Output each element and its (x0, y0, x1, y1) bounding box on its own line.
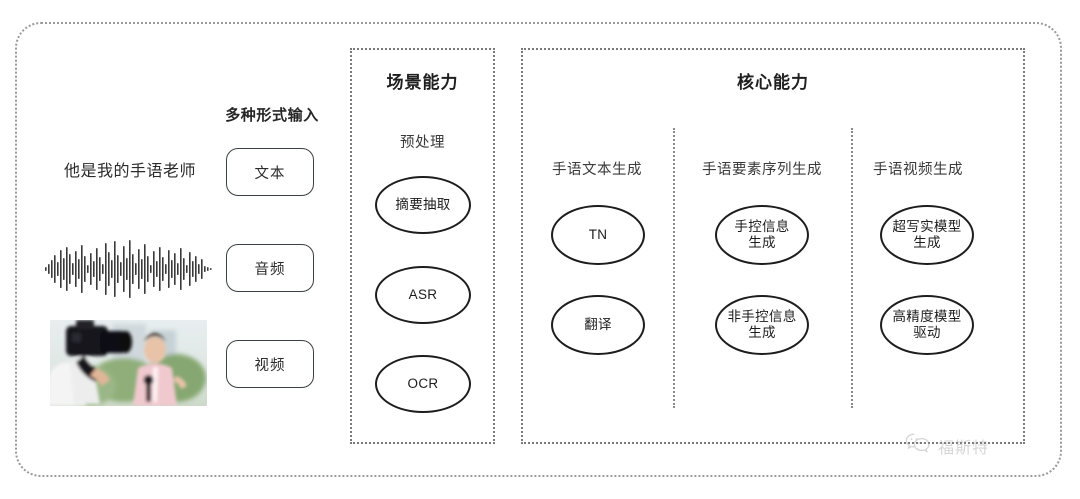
scene-node-ocr[interactable]: OCR (375, 355, 471, 413)
sample-text-input: 他是我的手语老师 (63, 163, 196, 180)
core-node-translation[interactable]: 翻译 (551, 295, 645, 355)
core-node-manual-info[interactable]: 手控信息 生成 (715, 205, 809, 265)
core-node-hyperrealistic-model[interactable]: 超写实模型 生成 (880, 205, 974, 265)
core-capability-panel (521, 48, 1025, 444)
core-node-nonmanual-info[interactable]: 非手控信息 生成 (715, 295, 809, 355)
scene-node-summary[interactable]: 摘要抽取 (375, 176, 471, 234)
core-column-label-video-generation: 手语视频生成 (873, 162, 963, 178)
scene-panel-title: 场景能力 (386, 73, 459, 92)
audio-waveform-icon (45, 238, 215, 300)
core-node-highprecision-model[interactable]: 高精度模型 驱动 (880, 295, 974, 355)
scene-capability-panel (350, 48, 495, 444)
scene-group-label: 预处理 (400, 135, 445, 151)
core-node-tn[interactable]: TN (551, 205, 645, 265)
wechat-icon (905, 432, 931, 459)
watermark-text: 福斯特 (938, 439, 990, 457)
core-column-divider-1 (673, 128, 675, 408)
modality-chip-text[interactable]: 文本 (226, 148, 314, 196)
scene-node-asr[interactable]: ASR (375, 266, 471, 324)
core-column-divider-2 (851, 128, 853, 408)
modality-chip-audio[interactable]: 音频 (226, 244, 314, 292)
watermark: 福斯特 (905, 432, 989, 459)
core-panel-title: 核心能力 (737, 73, 809, 92)
modality-chip-video[interactable]: 视频 (226, 340, 314, 388)
input-section-heading: 多种形式输入 (225, 107, 319, 124)
core-column-label-element-sequence: 手语要素序列生成 (702, 162, 822, 178)
core-column-label-text-generation: 手语文本生成 (552, 162, 642, 178)
video-thumbnail-icon (50, 320, 207, 406)
outer-frame (15, 22, 1062, 477)
